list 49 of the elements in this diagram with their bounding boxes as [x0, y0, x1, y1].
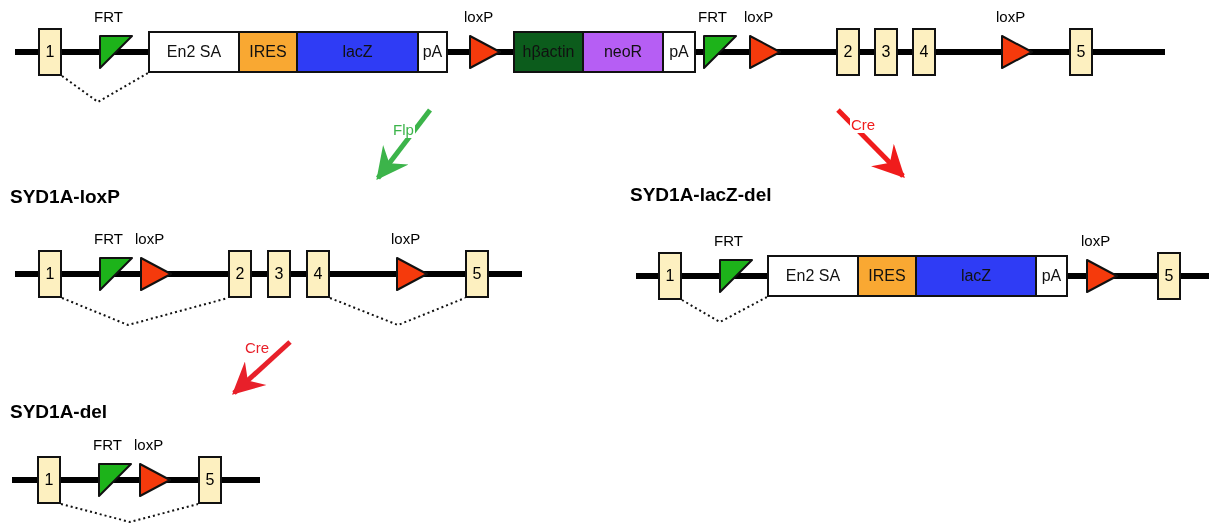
- edge-label: Cre: [850, 116, 877, 133]
- reaction-arrow: [836, 108, 905, 178]
- construct-title: SYD1A-del: [10, 401, 108, 423]
- exon-box: 4: [912, 28, 936, 76]
- cassette-box: pA: [662, 31, 696, 73]
- reaction-arrow: [376, 108, 432, 181]
- site-label: loxP: [996, 8, 1026, 25]
- cassette-box: neoR: [582, 31, 664, 73]
- exon-box: 5: [1069, 28, 1093, 76]
- cassette-box: En2 SA: [767, 255, 859, 297]
- exon-box: 4: [306, 250, 330, 298]
- splice-line: [329, 297, 466, 327]
- exon-box: 1: [38, 28, 62, 76]
- exon-box: 2: [836, 28, 860, 76]
- site-label: loxP: [464, 8, 494, 25]
- cassette-box: IRES: [857, 255, 917, 297]
- cassette-box: pA: [1035, 255, 1068, 297]
- exon-box: 1: [38, 250, 62, 298]
- site-label: loxP: [1081, 232, 1111, 249]
- edge-label: Flp: [392, 121, 415, 138]
- splice-line: [60, 503, 199, 524]
- cassette-box: IRES: [238, 31, 298, 73]
- site-label: FRT: [698, 8, 727, 25]
- exon-box: 1: [37, 456, 61, 504]
- site-label: FRT: [94, 230, 123, 247]
- site-label: loxP: [134, 436, 164, 453]
- construct-title: SYD1A-loxP: [10, 186, 120, 208]
- exon-box: 5: [465, 250, 489, 298]
- exon-box: 5: [1157, 252, 1181, 300]
- site-label: FRT: [714, 232, 743, 249]
- exon-box: 5: [198, 456, 222, 504]
- splice-line: [681, 296, 768, 324]
- construct-title: SYD1A-lacZ-del: [630, 184, 772, 206]
- cassette-box: pA: [417, 31, 448, 73]
- exon-box: 1: [658, 252, 682, 300]
- cassette-box: hβactin: [513, 31, 584, 73]
- exon-box: 3: [267, 250, 291, 298]
- splice-line: [61, 72, 149, 104]
- site-label: loxP: [135, 230, 165, 247]
- site-label: loxP: [391, 230, 421, 247]
- cassette-box: En2 SA: [148, 31, 240, 73]
- reaction-arrow: [232, 340, 292, 395]
- site-label: loxP: [744, 8, 774, 25]
- exon-box: 3: [874, 28, 898, 76]
- cassette-box: lacZ: [296, 31, 419, 73]
- cassette-box: lacZ: [915, 255, 1037, 297]
- exon-box: 2: [228, 250, 252, 298]
- site-label: FRT: [93, 436, 122, 453]
- site-label: FRT: [94, 8, 123, 25]
